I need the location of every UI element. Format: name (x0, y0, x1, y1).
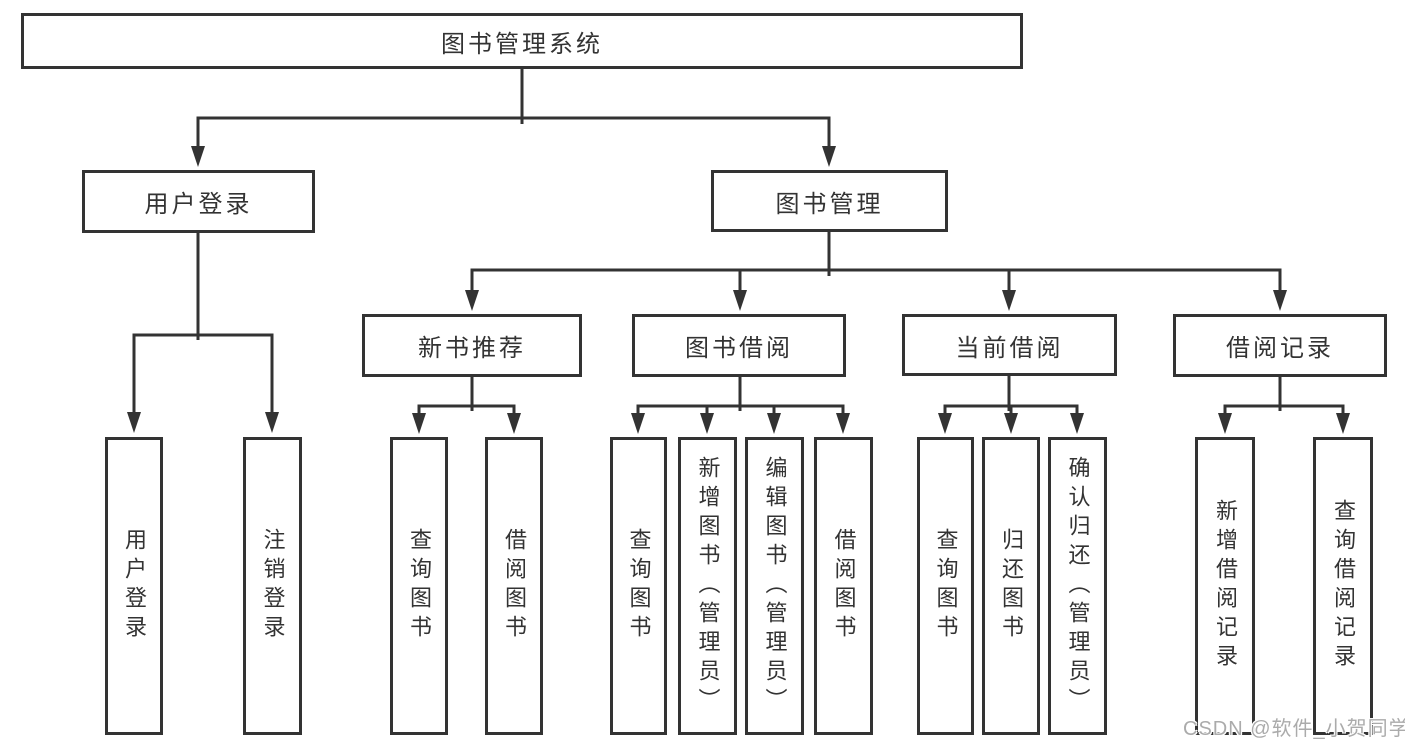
leaf-query-books-2: 查询图书 (610, 437, 667, 735)
node-new-book-recommendation: 新书推荐 (362, 314, 582, 377)
leaf-add-borrow-record-label: 新增借阅记录 (1213, 499, 1238, 673)
leaf-borrow-books-1: 借阅图书 (485, 437, 543, 735)
leaf-return-books: 归还图书 (982, 437, 1040, 735)
leaf-borrow-books-2: 借阅图书 (814, 437, 873, 735)
node-library-management-system: 图书管理系统 (21, 13, 1023, 69)
node-current-borrowing: 当前借阅 (902, 314, 1117, 376)
node-book-management: 图书管理 (711, 170, 948, 232)
node-book-borrowing-label: 图书借阅 (685, 335, 793, 362)
leaf-edit-books-admin-label: 编辑图书（管理员） (762, 455, 788, 717)
node-user-login-label: 用户登录 (144, 191, 253, 218)
leaf-confirm-return-admin: 确认归还（管理员） (1048, 437, 1107, 735)
node-user-login: 用户登录 (82, 170, 315, 233)
node-borrowing-records-label: 借阅记录 (1226, 335, 1334, 362)
node-current-borrowing-label: 当前借阅 (955, 334, 1064, 362)
leaf-borrow-books-2-label: 借阅图书 (831, 528, 857, 644)
node-library-management-system-label: 图书管理系统 (441, 30, 603, 58)
leaf-confirm-return-admin-label: 确认归还（管理员） (1065, 455, 1091, 717)
leaf-add-books-admin-label: 新增图书（管理员） (695, 455, 721, 717)
leaf-query-borrow-record: 查询借阅记录 (1313, 437, 1373, 735)
leaf-query-borrow-record-label: 查询借阅记录 (1331, 499, 1356, 673)
node-book-borrowing: 图书借阅 (632, 314, 846, 377)
leaf-logout-label: 注销登录 (260, 528, 286, 644)
arrowheads (127, 146, 1350, 434)
csdn-watermark: CSDN @软件_小贺同学 (1183, 718, 1405, 740)
node-borrowing-records: 借阅记录 (1173, 314, 1387, 377)
leaf-borrow-books-1-label: 借阅图书 (502, 528, 527, 644)
leaf-logout: 注销登录 (243, 437, 302, 735)
leaf-query-books-2-label: 查询图书 (626, 528, 652, 644)
leaf-query-books-1-label: 查询图书 (407, 528, 432, 644)
leaf-user-login-label: 用户登录 (122, 528, 147, 644)
node-book-management-label: 图书管理 (775, 190, 884, 218)
leaf-query-books-3-label: 查询图书 (933, 528, 959, 644)
leaf-add-books-admin: 新增图书（管理员） (678, 437, 737, 735)
leaf-query-books-3: 查询图书 (917, 437, 974, 735)
leaf-user-login: 用户登录 (105, 437, 163, 735)
leaf-return-books-label: 归还图书 (999, 528, 1024, 644)
leaf-edit-books-admin: 编辑图书（管理员） (745, 437, 804, 735)
node-new-book-recommendation-label: 新书推荐 (418, 335, 526, 362)
leaf-add-borrow-record: 新增借阅记录 (1195, 437, 1255, 735)
leaf-query-books-1: 查询图书 (390, 437, 448, 735)
